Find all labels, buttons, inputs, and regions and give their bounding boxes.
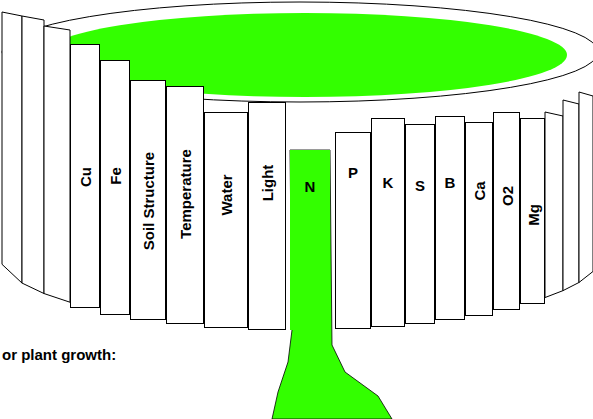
factor-label: Fe bbox=[108, 167, 123, 185]
overflow-stave: N bbox=[290, 150, 330, 330]
factor-label: Light bbox=[260, 164, 275, 201]
factor-label: Ca bbox=[472, 181, 487, 200]
plain-stave bbox=[579, 92, 593, 282]
factor-label: K bbox=[383, 174, 394, 189]
barrel-stave: Water bbox=[204, 112, 248, 328]
factor-label: O2 bbox=[499, 186, 514, 206]
factor-label: S bbox=[415, 177, 425, 192]
factor-label: B bbox=[445, 175, 456, 190]
plain-stave bbox=[2, 12, 22, 283]
plain-stave bbox=[22, 16, 44, 294]
barrel-stave: Soil Structure bbox=[130, 80, 166, 320]
barrel-stave: B bbox=[435, 116, 465, 320]
barrel-stave: K bbox=[371, 118, 405, 327]
factor-label: Cu bbox=[78, 167, 93, 187]
barrel-stave: Ca bbox=[465, 122, 493, 316]
factor-label: Mg bbox=[525, 205, 540, 227]
barrel-stave: Cu bbox=[70, 44, 100, 308]
barrel-stave: Mg bbox=[520, 118, 545, 304]
factor-label: N bbox=[305, 179, 316, 194]
factor-label: P bbox=[348, 165, 358, 180]
barrel-stave: Temperature bbox=[166, 86, 204, 324]
barrel-stave: Fe bbox=[100, 60, 130, 315]
factor-label: Soil Structure bbox=[141, 152, 156, 250]
factor-label: Temperature bbox=[178, 149, 193, 239]
plain-stave bbox=[563, 100, 579, 291]
barrel-stave: S bbox=[405, 124, 435, 324]
plain-stave bbox=[44, 26, 70, 302]
barrel-stave: Light bbox=[248, 102, 286, 330]
barrel-stave: O2 bbox=[493, 112, 520, 310]
factor-label: Water bbox=[219, 174, 234, 215]
barrel-stave: P bbox=[335, 132, 371, 329]
caption-text: or plant growth: bbox=[2, 346, 116, 363]
plain-stave bbox=[545, 112, 563, 298]
